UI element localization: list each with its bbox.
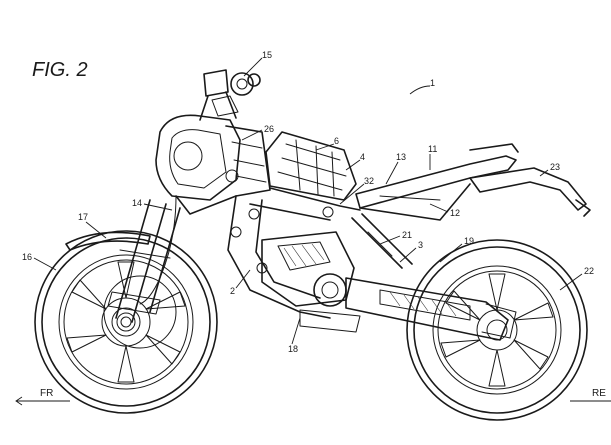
main-frame: [175, 169, 361, 319]
rear-suspension: [351, 213, 413, 269]
callout-4: 4: [360, 152, 365, 162]
rear-fender: [469, 143, 591, 217]
front-cowl: [155, 114, 271, 201]
callout-2: 2: [230, 286, 235, 296]
leader-lines: [33, 57, 583, 345]
callout-3: 3: [418, 240, 423, 250]
callout-23: 23: [550, 162, 560, 172]
control-unit-box: [265, 131, 357, 201]
callout-16: 16: [22, 252, 32, 262]
callout-22: 22: [584, 266, 594, 276]
callout-21: 21: [402, 230, 412, 240]
callout-15: 15: [262, 50, 272, 60]
direction-rear-label: RE: [592, 388, 606, 399]
direction-rear: RE: [570, 388, 611, 402]
direction-front-label: FR: [40, 388, 53, 399]
front-wheel: [34, 230, 218, 414]
handlebar-assembly: [199, 69, 261, 121]
figure-title: FIG. 2: [32, 59, 88, 81]
callout-14: 14: [132, 198, 142, 208]
callout-19: 19: [464, 236, 474, 246]
callout-6: 6: [334, 136, 339, 146]
brake-line: [139, 195, 177, 305]
front-fork: [107, 199, 181, 332]
callout-17: 17: [78, 212, 88, 222]
arrow-left-icon: [15, 396, 70, 406]
rear-wheel: [406, 239, 588, 421]
swing-arm: [345, 277, 517, 341]
callout-1: 1: [430, 78, 435, 88]
direction-front: FR: [15, 388, 70, 406]
callout-32: 32: [364, 176, 374, 186]
seat-rear-frame: [355, 155, 517, 221]
callout-18: 18: [288, 344, 298, 354]
callout-12: 12: [450, 208, 460, 218]
callout-26: 26: [264, 124, 274, 134]
front-fender: [65, 231, 151, 251]
callout-11: 11: [428, 144, 437, 154]
callout-13: 13: [396, 152, 406, 162]
